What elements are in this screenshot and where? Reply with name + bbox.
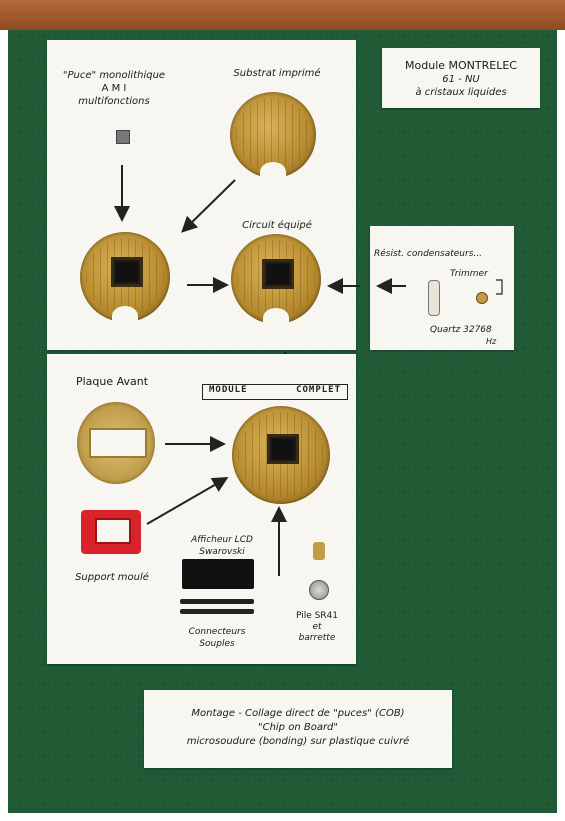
resistors-label: Résist. condensateurs...	[374, 249, 482, 259]
molded-support	[81, 510, 141, 554]
chip-label-1: "Puce" monolithique	[62, 70, 166, 81]
bottom-panel-arrows	[146, 436, 287, 576]
printed-substrate	[230, 92, 316, 182]
battery-sr41	[309, 580, 329, 600]
top-panel: "Puce" monolithique A M I multifonctions…	[47, 40, 356, 350]
title-line-1: Module MONTRELEC	[405, 59, 517, 72]
components-arrow	[376, 278, 503, 295]
bottom-panel: Plaque Avant MODULE COMPLET Support moul…	[47, 354, 356, 664]
monolithic-chip	[116, 130, 130, 144]
bonded-chip	[265, 261, 291, 286]
support-window	[95, 518, 131, 544]
chip-label-3: multifonctions	[78, 96, 150, 107]
caption-card: Montage - Collage direct de "puces" (COB…	[144, 690, 452, 768]
flex-connector-2	[180, 609, 254, 614]
substrate-label: Substrat imprimé	[233, 68, 321, 79]
support-label: Support moulé	[75, 572, 149, 583]
caption-line-3: microsoudure (bonding) sur plastique cui…	[186, 736, 410, 747]
battery-clip	[313, 542, 325, 560]
bonded-chip	[270, 437, 296, 462]
display-window	[89, 428, 147, 458]
arrow-support-to-module	[146, 477, 229, 525]
components-card: Résist. condensateurs... Trimmer Quartz …	[370, 226, 514, 350]
complete-word: COMPLET	[296, 385, 341, 395]
connectors-label-2: Souples	[199, 639, 235, 649]
pcb-notch	[112, 306, 138, 326]
lcd-label-1: Afficheur LCD	[191, 535, 253, 545]
front-plate-label: Plaque Avant	[75, 375, 149, 388]
arrow-diagonal	[181, 179, 236, 233]
module-complete-label: MODULE COMPLET	[202, 384, 348, 400]
battery-label-3: barrette	[298, 633, 336, 643]
trimmer-label: Trimmer	[450, 269, 488, 279]
flex-connector-1	[180, 599, 254, 604]
trimmer-component	[476, 292, 488, 304]
caption-line-2: "Chip on Board"	[257, 722, 339, 733]
pcb-traces	[236, 98, 310, 172]
front-plate	[77, 402, 155, 484]
quartz-label-1: Quartz 32768	[430, 325, 492, 335]
title-line-3: à cristaux liquides	[415, 87, 507, 98]
chip-on-board-circuit	[80, 232, 170, 326]
pcb-notch	[263, 308, 289, 328]
chip-label-2: A M I	[101, 83, 127, 94]
pcb-notch	[260, 162, 286, 182]
complete-module	[232, 406, 330, 504]
module-word: MODULE	[209, 385, 248, 395]
title-line-2: 61 - NU	[442, 74, 480, 85]
equipped-circuit-label: Circuit équipé	[242, 220, 312, 231]
lcd-label-2: Swarovski	[199, 547, 245, 557]
title-card: Module MONTRELEC 61 - NU à cristaux liqu…	[382, 48, 540, 108]
quartz-label-2: Hz	[486, 337, 497, 346]
wooden-frame-top	[0, 0, 565, 30]
lcd-display	[182, 559, 254, 589]
battery-label-1: Pile SR41	[295, 611, 339, 621]
top-panel-arrows	[114, 165, 236, 293]
connectors-label-1: Connecteurs	[188, 627, 246, 637]
equipped-circuit	[231, 234, 321, 328]
quartz-crystal	[428, 280, 440, 316]
trimmer-bracket	[496, 279, 503, 295]
battery-label-2: et	[312, 622, 322, 632]
caption-line-1: Montage - Collage direct de "puces" (COB…	[191, 708, 405, 719]
bonded-chip	[114, 259, 140, 284]
